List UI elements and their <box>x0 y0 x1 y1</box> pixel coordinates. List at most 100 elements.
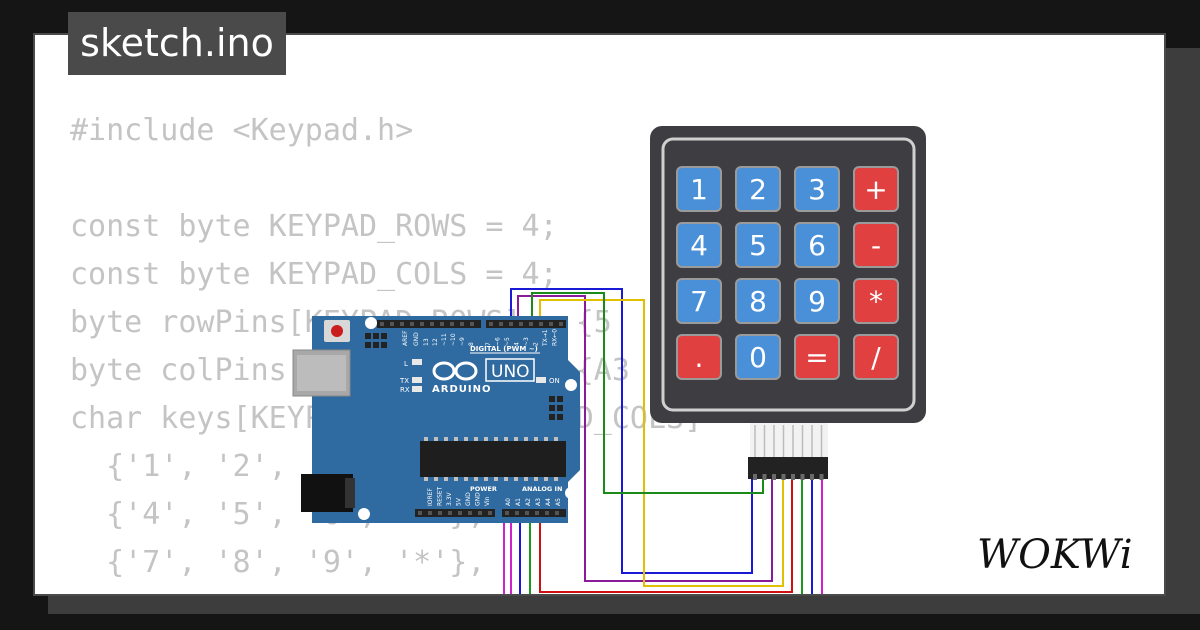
digital-pin-label: RX←0 <box>552 329 559 346</box>
analog-section-label: ANALOG IN <box>522 485 562 493</box>
keypad-key-face[interactable] <box>676 334 722 380</box>
reset-button-cap[interactable] <box>331 325 343 337</box>
keypad-key[interactable]: 6 <box>794 222 840 268</box>
keypad-key-face[interactable] <box>676 222 722 268</box>
keypad-key-face[interactable] <box>735 166 781 212</box>
keypad-key[interactable]: 3 <box>794 166 840 212</box>
chip-leg <box>454 477 458 481</box>
keypad-key[interactable]: . <box>676 334 722 380</box>
keypad-key-label: - <box>871 229 881 262</box>
keypad-key-face[interactable] <box>794 166 840 212</box>
keypad-key-face[interactable] <box>794 334 840 380</box>
keypad-key[interactable]: 2 <box>735 166 781 212</box>
chip-leg <box>474 437 478 441</box>
chip-leg <box>544 437 548 441</box>
ribbon-pin <box>753 474 757 480</box>
analog-pin-label: A5 <box>555 498 562 506</box>
keypad-key[interactable]: 8 <box>735 278 781 324</box>
keypad-key-face[interactable] <box>853 278 899 324</box>
chip-leg <box>514 477 518 481</box>
header-pin <box>380 322 384 326</box>
chip-leg <box>464 437 468 441</box>
chip-leg <box>494 477 498 481</box>
keypad-key-label: 1 <box>690 173 708 206</box>
keypad-key[interactable]: 1 <box>676 166 722 212</box>
keypad-key-label: / <box>871 341 881 374</box>
l-label: L <box>404 360 408 368</box>
chip-leg <box>544 477 548 481</box>
analog-pin-label: A3 <box>535 498 542 506</box>
digital-pin-label: 13 <box>423 338 430 346</box>
power-section-label: POWER <box>470 485 497 493</box>
header-pin <box>400 322 404 326</box>
keypad-key-face[interactable] <box>794 278 840 324</box>
power-pin-label: 3.3V <box>446 491 453 506</box>
keypad-key-label: . <box>695 341 704 374</box>
header-pin <box>525 511 529 515</box>
keypad-key-label: 3 <box>808 173 826 206</box>
wire-yellow <box>539 299 784 587</box>
keypad-key-label: 6 <box>808 229 826 262</box>
header-pin <box>505 511 509 515</box>
keypad-key[interactable]: = <box>794 334 840 380</box>
keypad-key-face[interactable] <box>735 334 781 380</box>
wokwi-logo-text: WOKWi <box>977 532 1133 576</box>
ribbon-pin <box>772 474 776 480</box>
chip-legs <box>424 437 558 481</box>
chip-leg <box>464 477 468 481</box>
digital-pin-label: TX→1 <box>542 329 549 347</box>
keypad-key[interactable]: 4 <box>676 222 722 268</box>
rx-label: RX <box>400 386 410 394</box>
tx-label: TX <box>399 377 409 385</box>
digital-section-label: DIGITAL (PWM ~) <box>470 345 538 353</box>
keypad-key[interactable]: - <box>853 222 899 268</box>
header-pin <box>410 322 414 326</box>
power-pin-label: 5V <box>456 497 463 506</box>
power-pin-label: GND <box>475 492 482 506</box>
keypad-key[interactable]: * <box>853 278 899 324</box>
keypad-key-label: 5 <box>749 229 767 262</box>
keypad-key-face[interactable] <box>735 222 781 268</box>
keypad-key-label: 9 <box>808 285 826 318</box>
header-pin <box>539 322 543 326</box>
header-pin <box>549 322 553 326</box>
keypad-key-face[interactable] <box>735 278 781 324</box>
keypad-key-face[interactable] <box>676 278 722 324</box>
digital-pin-label: 2 <box>533 342 540 346</box>
code-line: const byte KEYPAD_ROWS = 4; <box>70 209 558 244</box>
keypad-key-face[interactable] <box>853 334 899 380</box>
keypad-key[interactable]: + <box>853 166 899 212</box>
keypad-key-face[interactable] <box>853 166 899 212</box>
ribbon-pin <box>800 474 805 480</box>
power-pin-label: IOREF <box>427 488 434 506</box>
keypad-key-label: 2 <box>749 173 767 206</box>
ribbon-connector <box>748 457 828 479</box>
header-pin <box>438 511 442 515</box>
keypad-key-face[interactable] <box>676 166 722 212</box>
usb-port-inner <box>297 355 346 391</box>
chip-leg <box>434 477 438 481</box>
keypad-key[interactable]: 9 <box>794 278 840 324</box>
chip-leg <box>444 437 448 441</box>
keypad-key[interactable]: 7 <box>676 278 722 324</box>
ribbon-pin <box>810 474 814 480</box>
header-pin <box>468 511 472 515</box>
wire-blue <box>510 288 753 574</box>
keypad-key[interactable]: / <box>853 334 899 380</box>
wire-green-2 <box>529 478 803 594</box>
keypad-key-face[interactable] <box>853 222 899 268</box>
chip-leg <box>524 477 528 481</box>
keypad-key-face[interactable] <box>794 222 840 268</box>
header-pin <box>545 511 549 515</box>
header-pin <box>529 322 533 326</box>
keypad-key[interactable]: 5 <box>735 222 781 268</box>
header-pin <box>460 322 464 326</box>
header-pin <box>448 511 452 515</box>
keypad-key[interactable]: 0 <box>735 334 781 380</box>
digital-pin-label: ~11 <box>441 333 448 346</box>
ribbon-pin <box>762 474 767 480</box>
mount-hole <box>358 508 370 520</box>
chip-leg <box>554 477 558 481</box>
